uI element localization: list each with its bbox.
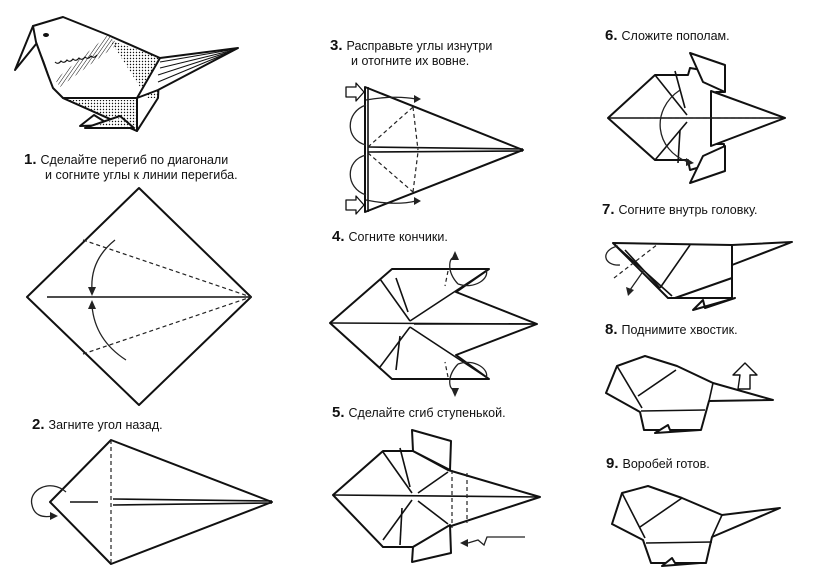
step-number: 4. bbox=[332, 228, 345, 245]
step-text: Загните угол назад. bbox=[48, 418, 163, 432]
step-number: 3. bbox=[330, 37, 343, 54]
step-5-caption: 5.Сделайте сгиб ступенькой. bbox=[332, 405, 506, 421]
fold-in-arrow bbox=[629, 269, 645, 291]
step-text: Расправьте углы изнутри bbox=[346, 39, 493, 53]
step-text: Согните кончики. bbox=[348, 230, 448, 244]
push-arrow-icon bbox=[345, 82, 365, 102]
fold-arrow bbox=[91, 305, 127, 361]
step-text-line2: и согните углы к линии перегиба. bbox=[45, 168, 238, 182]
step-9-caption: 9.Воробей готов. bbox=[606, 456, 710, 472]
spread-arrow bbox=[365, 96, 417, 101]
step-3-diagram bbox=[345, 82, 524, 215]
step-fold-arrow bbox=[467, 536, 525, 547]
step-number: 8. bbox=[605, 321, 618, 338]
step-6-diagram bbox=[607, 52, 786, 184]
fold-back-arrow bbox=[31, 485, 67, 518]
step-text-line2: и отогните их вовне. bbox=[351, 54, 470, 68]
lift-arrow-icon bbox=[732, 362, 758, 390]
step-6-caption: 6.Сложите пополам. bbox=[605, 28, 730, 44]
step-number: 5. bbox=[332, 404, 345, 421]
spread-arrow bbox=[365, 199, 417, 204]
wing-scallops bbox=[54, 54, 98, 64]
step-9-diagram bbox=[611, 485, 781, 567]
step-number: 2. bbox=[32, 416, 45, 433]
step-text: Согните внутрь головку. bbox=[618, 203, 758, 217]
step-text: Сделайте сгиб ступенькой. bbox=[348, 406, 506, 420]
step-text: Сделайте перегиб по диагонали bbox=[40, 153, 229, 167]
step-5-diagram bbox=[332, 429, 541, 563]
kite-folded bbox=[364, 86, 524, 213]
step-7-diagram bbox=[605, 241, 793, 311]
step-3-caption: 3.Расправьте углы изнутри и отогните их … bbox=[330, 38, 492, 69]
step-1-caption: 1.Сделайте перегиб по диагонали и согнит… bbox=[24, 152, 238, 183]
fold-arrow bbox=[91, 239, 116, 291]
step-8-diagram bbox=[605, 355, 774, 434]
step-1-diagram bbox=[26, 187, 252, 406]
step-4-caption: 4.Согните кончики. bbox=[332, 229, 448, 245]
sparrow-illustration bbox=[14, 16, 239, 132]
step-2-caption: 2.Загните угол назад. bbox=[32, 417, 163, 433]
push-arrow-icon bbox=[345, 195, 365, 215]
step-text: Сложите пополам. bbox=[621, 29, 730, 43]
step-text: Поднимите хвостик. bbox=[621, 323, 738, 337]
fold-half-arrow bbox=[659, 89, 689, 163]
step-4-diagram bbox=[329, 251, 538, 397]
step-number: 6. bbox=[605, 27, 618, 44]
tail bbox=[731, 241, 793, 266]
step-number: 1. bbox=[24, 151, 37, 168]
bird-body bbox=[611, 485, 781, 564]
step-number: 7. bbox=[602, 201, 615, 218]
step-2-diagram bbox=[31, 439, 273, 565]
step-text: Воробей готов. bbox=[622, 457, 710, 471]
tail bbox=[136, 47, 239, 99]
eye bbox=[43, 33, 49, 37]
step-number: 9. bbox=[606, 455, 619, 472]
step-7-caption: 7.Согните внутрь головку. bbox=[602, 202, 757, 218]
kite bbox=[49, 439, 273, 565]
step-8-caption: 8.Поднимите хвостик. bbox=[605, 322, 738, 338]
